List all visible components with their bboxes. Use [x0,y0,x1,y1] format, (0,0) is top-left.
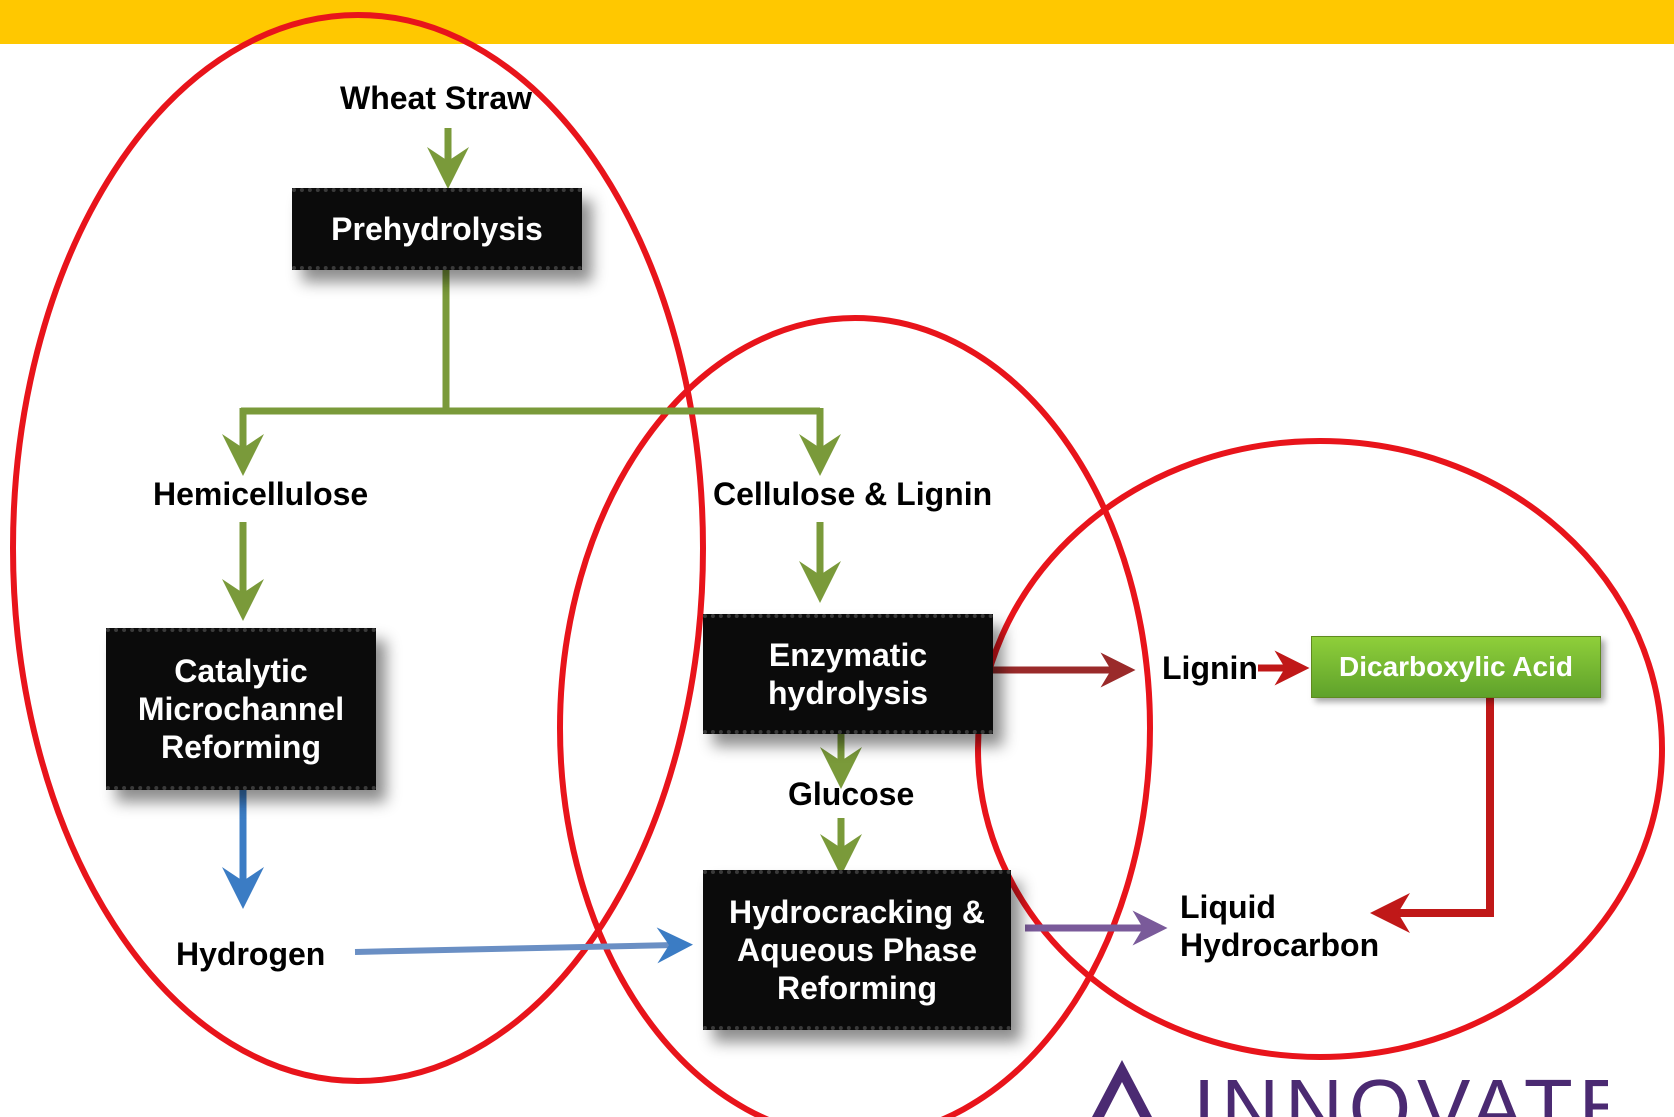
dicarboxylic-acid-box: Dicarboxylic Acid [1311,636,1601,698]
top-banner [0,0,1674,44]
hemicellulose-label: Hemicellulose [153,476,369,512]
dicarboxylic-acid-label: Dicarboxylic Acid [1339,651,1573,682]
lignin-label: Lignin [1162,650,1258,686]
middle-group-ellipse [557,315,1153,1117]
hydrocracking-box: Hydrocracking & Aqueous Phase Reforming [703,870,1011,1030]
left-group-ellipse [10,12,706,1084]
catalytic-reforming-box: Catalytic Microchannel Reforming [106,628,376,790]
wheat-straw-label: Wheat Straw [340,80,533,116]
prehydrolysis-label: Prehydrolysis [331,211,543,247]
arrow-hydrogen-to-hydrocracking [354,927,693,964]
hydrocracking-line1: Hydrocracking & [728,894,986,930]
catalytic-line1: Catalytic [174,653,308,689]
triangle-a-logo-icon [1092,1060,1152,1117]
cellulose-lignin-label: Cellulose & Lignin [713,476,993,512]
catalytic-line2: Microchannel [137,691,345,727]
enzymatic-line1: Enzymatic [768,637,928,673]
innovatek-logo: INNOVATEK [1048,1040,1608,1117]
logo-text: INNOVATEK [1193,1063,1608,1117]
liquid-hydrocarbon-label: Liquid Hydrocarbon [1180,888,1379,964]
liquid-line1: Liquid [1180,889,1276,925]
catalytic-line3: Reforming [161,729,321,765]
hydrocracking-line3: Reforming [777,970,937,1006]
prehydrolysis-box: Prehydrolysis [292,188,582,270]
liquid-line2: Hydrocarbon [1180,927,1380,963]
glucose-label: Glucose [788,776,915,812]
hydrogen-label: Hydrogen [176,936,326,972]
hydrocracking-line2: Aqueous Phase [736,932,978,968]
enzymatic-hydrolysis-box: Enzymatic hydrolysis [703,614,993,734]
enzymatic-line2: hydrolysis [767,675,929,711]
connector-dicarboxylic-to-liquid [1395,688,1494,917]
right-group-ellipse [975,438,1665,1060]
